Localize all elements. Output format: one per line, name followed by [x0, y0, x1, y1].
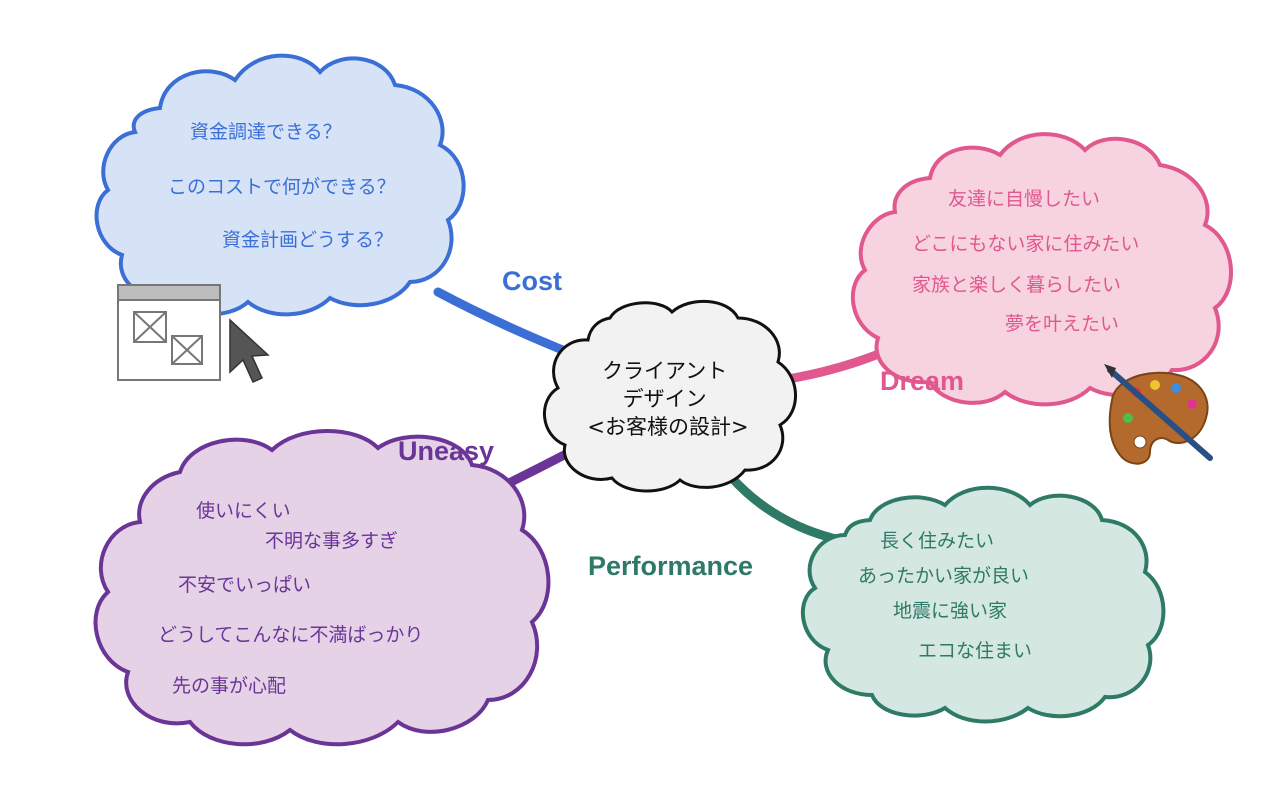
center-cloud	[543, 299, 797, 493]
uneasy-item: どうしてこんなに不満ばっかり	[158, 624, 423, 646]
dream-item: 友達に自慢したい	[948, 188, 1100, 210]
cost-item: このコストで何ができる？	[168, 176, 396, 198]
svg-text:クライアント デザイン <お客様の設計>: クライアント デザイン <お客様の設計>	[587, 359, 748, 439]
center-line: <お客様の設計>	[587, 415, 748, 439]
cost-item: 資金調達できる？	[190, 121, 342, 143]
cost-label: Cost	[502, 266, 562, 296]
center-line: デザイン	[623, 387, 707, 411]
cost-connector	[433, 287, 580, 360]
performance-item: エコな住まい	[918, 640, 1032, 662]
center-line: クライアント	[602, 359, 727, 383]
dream-item: どこにもない家に住みたい	[912, 233, 1139, 255]
paint-palette-icon	[1104, 364, 1213, 465]
uneasy-cloud	[93, 429, 551, 747]
uneasy-label: Uneasy	[398, 436, 494, 466]
performance-connector	[727, 473, 845, 545]
uneasy-items: 使いにくい 不明な事多すぎ 不安でいっぱい どうしてこんなに不満ばっかり 先の事…	[158, 500, 423, 697]
cost-cloud	[94, 53, 466, 317]
dream-item: 夢を叶えたい	[1005, 313, 1119, 335]
performance-item: 長く住みたい	[880, 530, 994, 552]
dream-items: 友達に自慢したい どこにもない家に住みたい 家族と楽しく暮らしたい 夢を叶えたい	[912, 188, 1139, 335]
dream-cloud	[850, 132, 1233, 407]
uneasy-item: 先の事が心配	[172, 675, 286, 697]
mouse-cursor-icon	[229, 318, 270, 383]
cost-item: 資金計画どうする？	[222, 229, 393, 251]
uneasy-item: 不安でいっぱい	[178, 574, 311, 596]
performance-cloud	[800, 485, 1166, 724]
performance-item: 地震に強い家	[893, 600, 1007, 622]
wireframe-window-icon	[117, 284, 221, 381]
dream-label: Dream	[880, 366, 964, 396]
performance-items: 長く住みたい あったかい家が良い 地震に強い家 エコな住まい	[858, 530, 1032, 662]
performance-item: あったかい家が良い	[858, 565, 1029, 587]
uneasy-item: 不明な事多すぎ	[265, 530, 398, 552]
cost-items: 資金調達できる？ このコストで何ができる？ 資金計画どうする？	[168, 121, 396, 251]
dream-item: 家族と楽しく暮らしたい	[912, 274, 1121, 296]
uneasy-item: 使いにくい	[196, 500, 291, 522]
performance-label: Performance	[588, 551, 753, 581]
